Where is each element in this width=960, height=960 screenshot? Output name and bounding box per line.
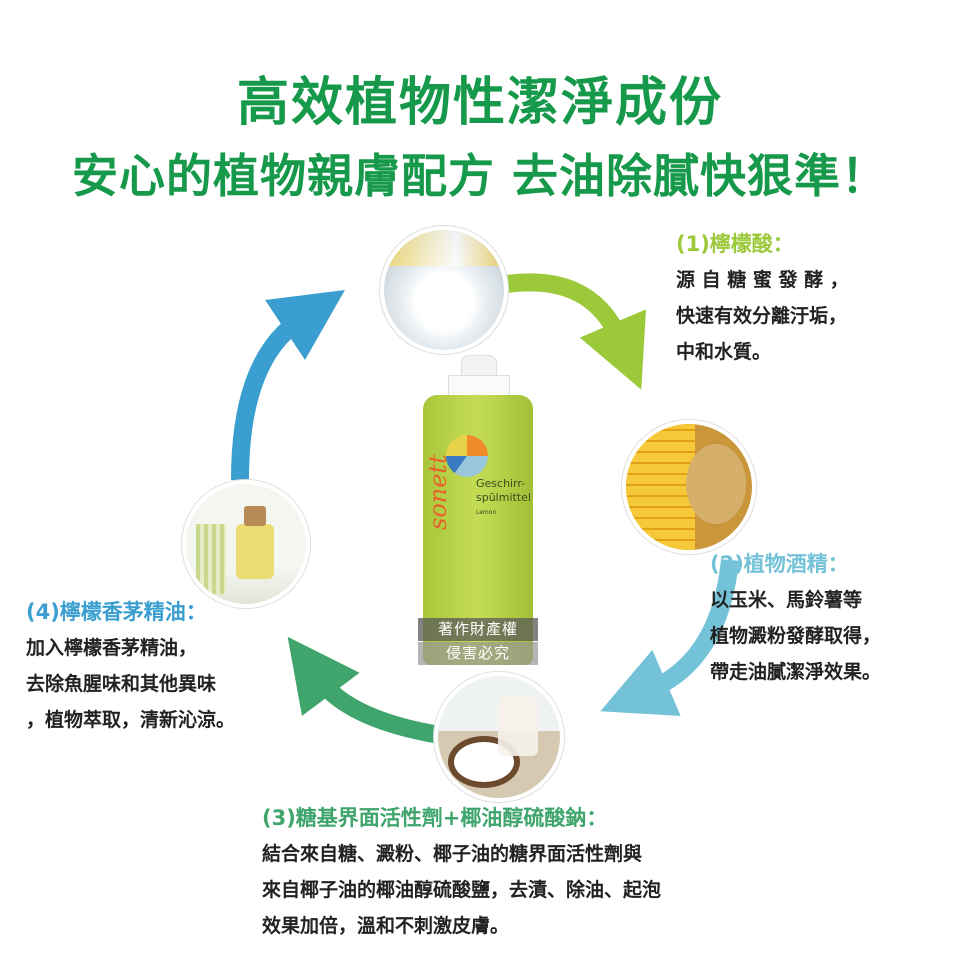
step-2-line: 帶走油膩潔淨效果。 <box>710 661 882 683</box>
watermark-line-1: 著作財產權 <box>418 618 538 641</box>
step-3-surfactant: (3)糖基界面活性劑+椰油醇硫酸鈉： 結合來自糖、澱粉、椰子油的糖界面活性劑與 … <box>262 800 661 944</box>
coconut-image <box>434 672 564 802</box>
subtitle: 安心的植物親膚配方 去油除膩快狠準！ <box>71 149 888 203</box>
arrow-3 <box>287 636 442 744</box>
step-3-line: 來自椰子油的椰油醇硫酸鹽，去漬、除油、起泡 <box>262 879 662 901</box>
step-3-line: 效果加倍，溫和不刺激皮膚。 <box>262 915 510 937</box>
step-2-line: 植物澱粉發酵取得， <box>710 625 882 647</box>
step-4-heading: (4)檸檬香茅精油： <box>26 600 207 624</box>
step-1-heading: (1)檸檬酸： <box>676 232 794 256</box>
step-4-line: 去除魚腥味和其他異味 <box>26 673 217 695</box>
step-1-line: 源 自 糖 蜜 發 酵 ， <box>676 269 849 291</box>
step-1-citric-acid: (1)檸檬酸： 源 自 糖 蜜 發 酵 ， 快速有效分離汙垢， 中和水質。 <box>676 226 849 370</box>
step-4-line: 加入檸檬香茅精油， <box>26 637 198 659</box>
step-2-plant-alcohol: (2)植物酒精： 以玉米、馬鈴薯等 植物澱粉發酵取得， 帶走油膩潔淨效果。 <box>710 546 881 690</box>
step-4-lemongrass-oil: (4)檸檬香茅精油： 加入檸檬香茅精油， 去除魚腥味和其他異味 ，植物萃取，清新… <box>26 594 235 738</box>
arrow-1 <box>498 273 646 390</box>
arrow-4 <box>231 290 345 481</box>
citric-acid-image <box>380 226 508 354</box>
corn-potato-image <box>622 420 756 554</box>
step-3-heading: (3)糖基界面活性劑+椰油醇硫酸鈉： <box>262 806 608 830</box>
watermark-line-2: 侵害必究 <box>418 642 538 665</box>
product-name-1: Geschirr- <box>476 477 526 490</box>
step-1-line: 快速有效分離汙垢， <box>676 305 848 327</box>
main-title: 高效植物性潔淨成份 <box>236 73 723 133</box>
brand-logo: sonett <box>424 454 452 530</box>
arrow-2 <box>600 559 739 716</box>
step-2-heading: (2)植物酒精： <box>710 552 849 576</box>
product-variant: Lemon <box>476 509 497 516</box>
step-3-line: 結合來自糖、澱粉、椰子油的糖界面活性劑與 <box>262 843 643 865</box>
step-2-line: 以玉米、馬鈴薯等 <box>710 589 863 611</box>
step-1-line: 中和水質。 <box>676 341 772 363</box>
step-4-line: ，植物萃取，清新沁涼。 <box>26 709 236 731</box>
lemongrass-oil-image <box>182 480 310 608</box>
product-name-2: spülmittel <box>476 491 531 504</box>
